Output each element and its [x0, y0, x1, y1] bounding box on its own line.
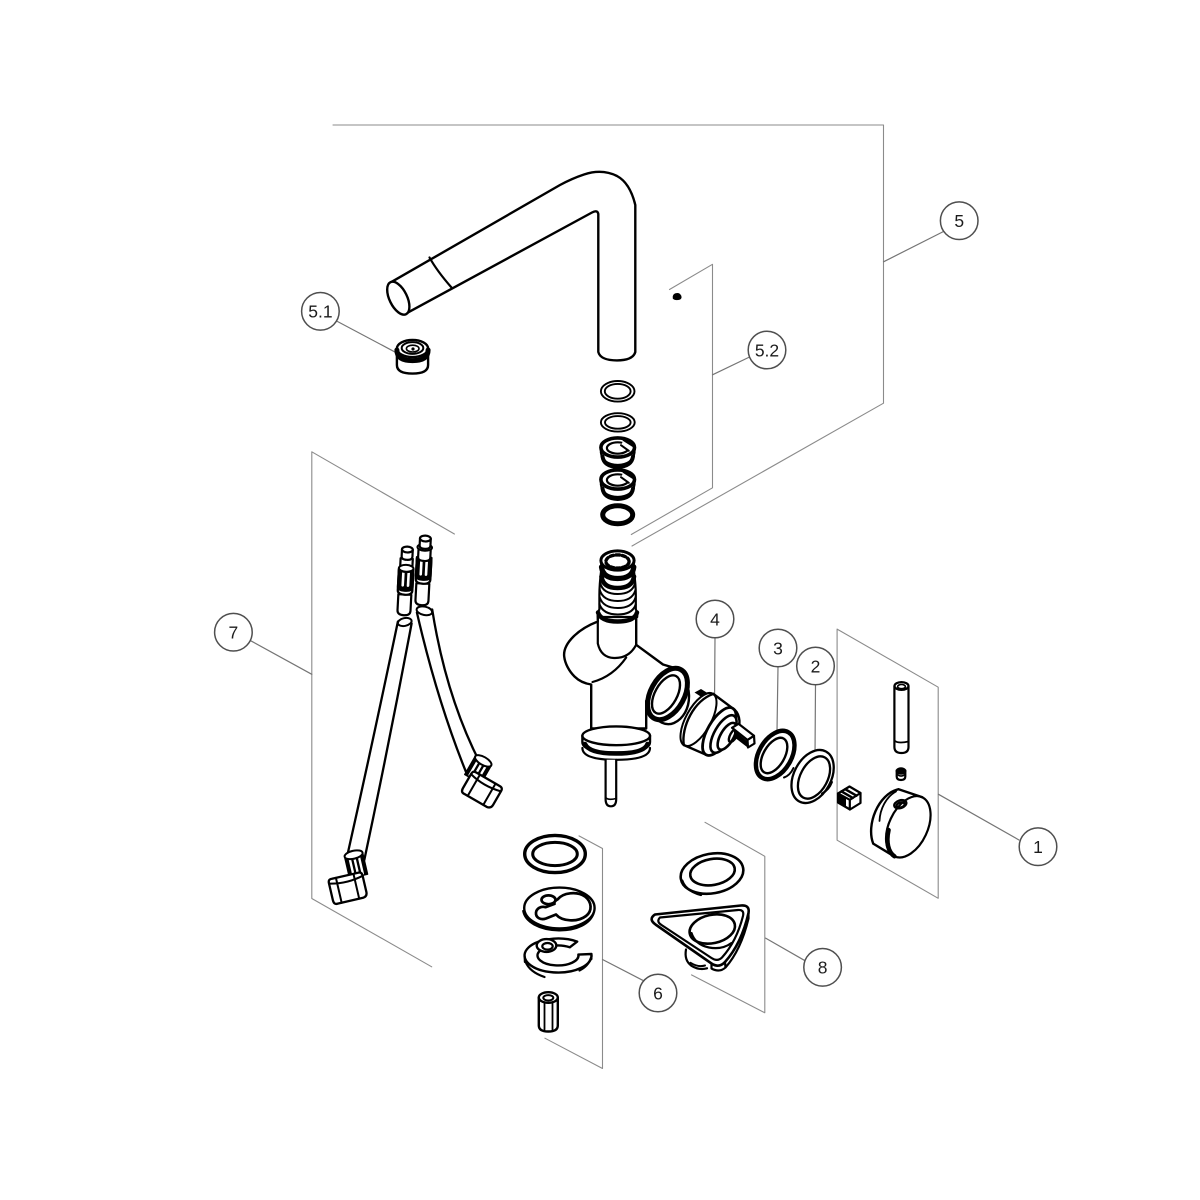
svg-text:1: 1 [1033, 837, 1043, 857]
svg-text:3: 3 [773, 638, 783, 658]
svg-text:2: 2 [811, 656, 821, 676]
svg-text:7: 7 [229, 623, 239, 643]
svg-text:5.2: 5.2 [755, 340, 779, 360]
svg-text:4: 4 [710, 609, 720, 629]
svg-text:5: 5 [954, 211, 964, 231]
svg-text:5.1: 5.1 [308, 302, 332, 322]
svg-text:6: 6 [653, 983, 663, 1003]
svg-text:8: 8 [818, 958, 828, 978]
